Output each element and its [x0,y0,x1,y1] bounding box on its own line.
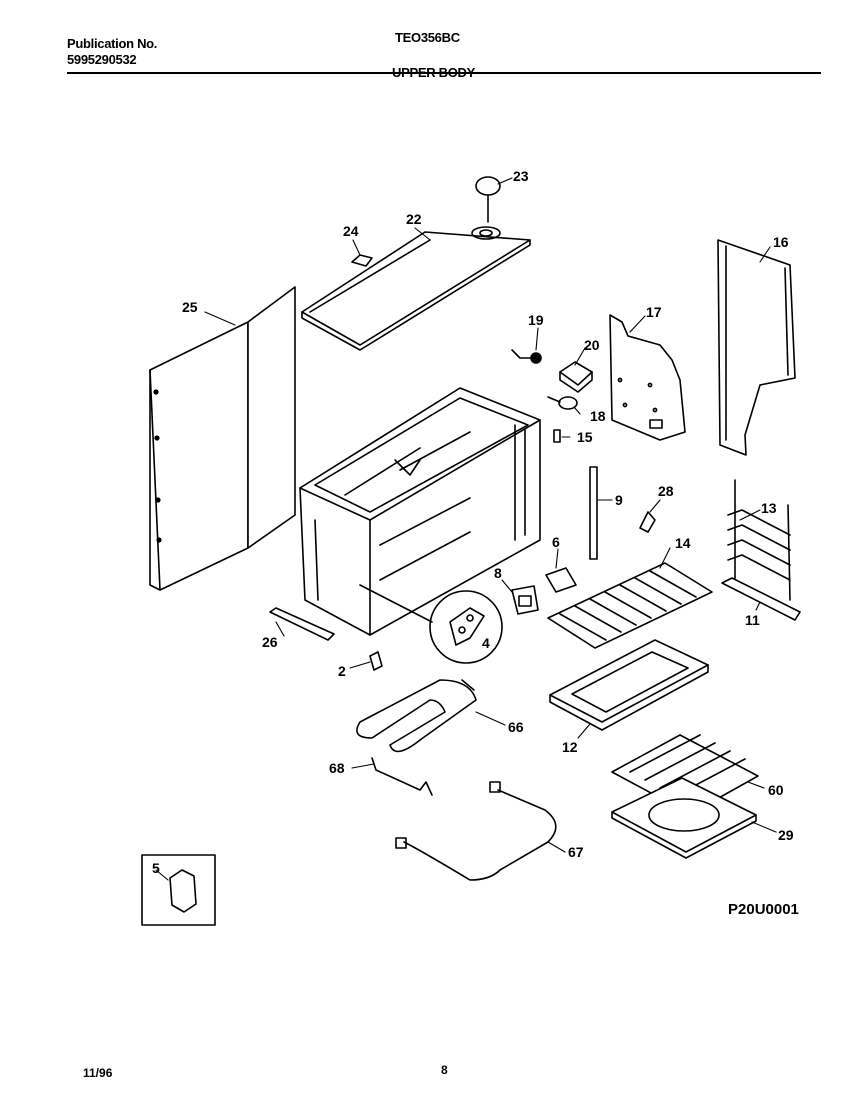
callout-29: 29 [778,827,794,843]
callout-16: 16 [773,234,789,250]
bake-element-part [356,679,477,753]
publication-label: Publication No. [67,36,158,51]
callout-26: 26 [262,634,278,650]
hinge-part [639,511,656,533]
callout-23: 23 [513,168,529,184]
cooktop-panel-part [301,226,531,351]
callout-60: 60 [768,782,784,798]
callout-11: 11 [745,612,760,628]
callout-19: 19 [528,312,544,328]
callout-labels: 23 24 22 16 25 19 17 20 18 15 9 28 13 6 … [152,168,794,876]
drip-pan-part [611,777,757,859]
rack-support-part [727,479,791,601]
rack-rail-part [721,577,801,621]
callout-15: 15 [577,429,593,445]
oven-rack-part [547,562,713,649]
relay-part [559,361,593,393]
callout-28: 28 [658,483,674,499]
header-rule [67,72,821,74]
callout-6: 6 [552,534,560,550]
side-panel-part [149,286,296,591]
oven-cavity-part [299,387,541,636]
callout-68: 68 [329,760,345,776]
callout-17: 17 [646,304,662,320]
callout-67: 67 [568,844,584,860]
sensor-part [547,396,578,410]
clip-part-2 [369,651,383,671]
clip-part [351,254,373,267]
callout-14: 14 [675,535,691,551]
callout-22: 22 [406,211,422,227]
broiler-pan-part [549,639,709,731]
page-number: 8 [441,1063,448,1077]
model-number: TEO356BC [395,30,460,45]
callout-12: 12 [562,739,578,755]
diagram-code: P20U0001 [728,901,799,918]
callout-25: 25 [182,299,198,315]
mounting-bracket-part [511,585,539,615]
footer-date: 11/96 [83,1066,113,1080]
screw-part [553,429,561,443]
callout-4: 4 [482,635,490,651]
broil-element-part [395,781,557,881]
detail-callout-circle [359,584,503,664]
callout-20: 20 [584,337,600,353]
callout-24: 24 [343,223,359,239]
back-panel-part [717,239,796,456]
callout-13: 13 [761,500,777,516]
inset-detail-box [141,854,216,926]
callout-8: 8 [494,565,502,581]
trim-strip-part [269,607,335,641]
publication-number: 5995290532 [67,52,137,67]
control-bracket-part [609,314,686,441]
callout-2: 2 [338,663,346,679]
label-plate-part [545,567,577,593]
element-bracket-part [371,757,433,796]
rod-part [589,466,598,560]
thermostat-part [475,176,501,223]
callout-66: 66 [508,719,524,735]
switch-part [511,349,542,364]
callout-9: 9 [615,492,623,508]
leader-lines [155,177,777,881]
callout-18: 18 [590,408,606,424]
callout-5: 5 [152,860,160,876]
